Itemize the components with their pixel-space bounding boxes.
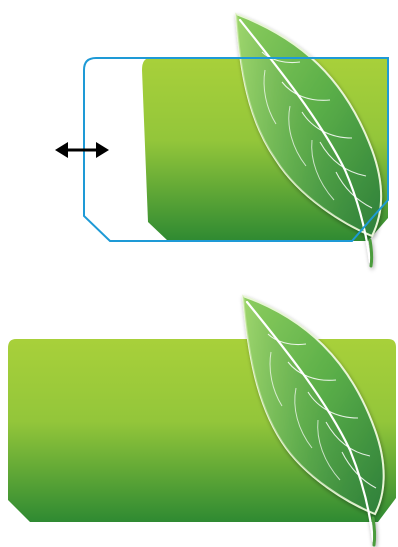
selected-banner-group[interactable] bbox=[55, 14, 388, 266]
resized-banner-group bbox=[8, 296, 396, 545]
double-arrow-horizontal-icon[interactable] bbox=[55, 142, 109, 158]
